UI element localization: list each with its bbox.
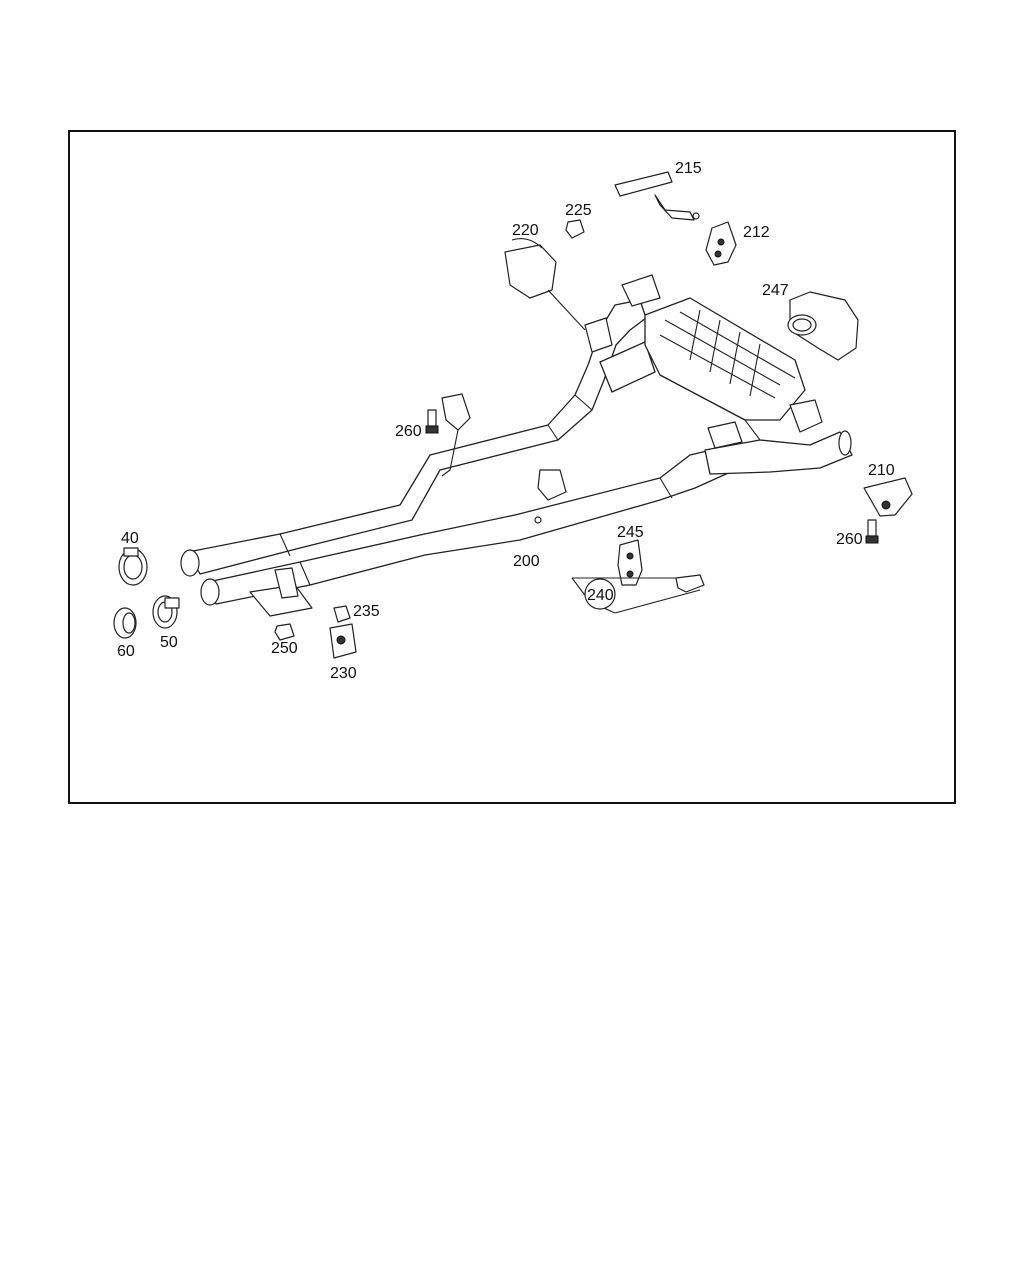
rear-muffler[interactable] <box>644 297 806 441</box>
label-220: 220 <box>512 222 539 239</box>
label-50: 50 <box>160 634 178 651</box>
label-60: 60 <box>117 643 135 660</box>
label-210: 210 <box>868 462 895 479</box>
rubber-hanger-230[interactable] <box>329 623 357 659</box>
pipe-hanger-middle[interactable] <box>537 469 567 501</box>
pipe-bracket-upper[interactable] <box>621 274 661 307</box>
rubber-hanger-212[interactable] <box>705 221 737 266</box>
bracket-215[interactable] <box>614 171 700 221</box>
muffler-bracket-left[interactable] <box>707 421 743 449</box>
bolt-260-left[interactable] <box>425 409 439 434</box>
rubber-hanger-245[interactable] <box>617 539 643 586</box>
mounting-bracket-plate[interactable] <box>249 567 313 617</box>
label-225: 225 <box>565 202 592 219</box>
pipe-sensor-200[interactable] <box>534 516 542 524</box>
rubber-hanger-210[interactable] <box>863 477 913 517</box>
label-260-right: 260 <box>836 531 863 548</box>
tailpipe-trim-247[interactable] <box>787 291 859 361</box>
muffler-bracket-right[interactable] <box>789 399 823 433</box>
exhaust-flap-actuator-220[interactable] <box>504 238 613 353</box>
label-240: 240 <box>587 587 614 604</box>
label-245: 245 <box>617 524 644 541</box>
label-215: 215 <box>675 160 702 177</box>
nut-250[interactable] <box>274 623 295 641</box>
exhaust-pipe-assembly[interactable] <box>180 299 853 606</box>
label-230: 230 <box>330 665 357 682</box>
pipe-ring-60[interactable] <box>113 607 137 639</box>
label-200: 200 <box>513 553 540 570</box>
label-40: 40 <box>121 530 139 547</box>
nut-225[interactable] <box>565 219 585 239</box>
label-247: 247 <box>762 282 789 299</box>
nut-235[interactable] <box>333 605 351 623</box>
pipe-hanger-left[interactable] <box>441 393 471 477</box>
pipe-clamp-50[interactable] <box>152 595 180 629</box>
label-260-left: 260 <box>395 423 422 440</box>
label-250: 250 <box>271 640 298 657</box>
pipe-clamp-40[interactable] <box>118 547 148 586</box>
bolt-260-right[interactable] <box>865 519 879 544</box>
label-235: 235 <box>353 603 380 620</box>
clamp-240[interactable] <box>675 574 705 593</box>
label-212: 212 <box>743 224 770 241</box>
